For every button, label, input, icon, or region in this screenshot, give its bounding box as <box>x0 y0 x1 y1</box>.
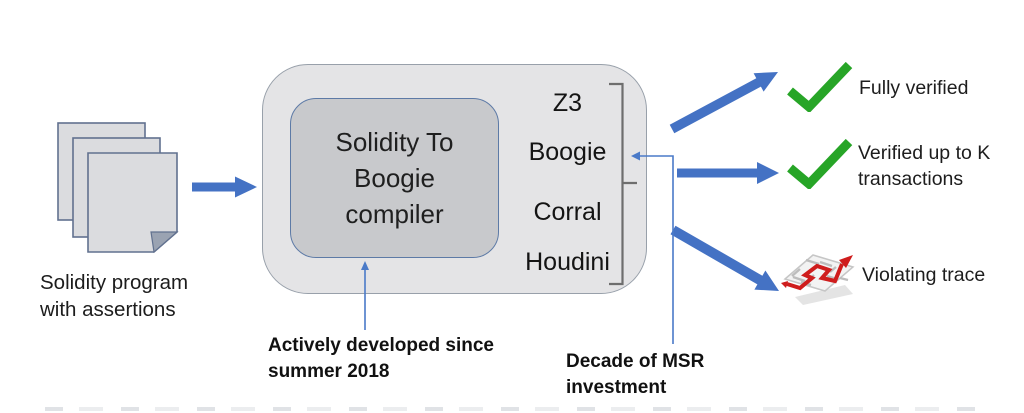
maze-icon <box>781 254 855 305</box>
source-caption: Solidity program with assertions <box>40 271 189 321</box>
tools-note: Decade of MSR investment <box>566 351 705 398</box>
compiler-label: Solidity To Boogie compiler <box>335 127 454 229</box>
tool-houdini: Houdini <box>525 248 610 276</box>
output-arrow-bottom <box>670 225 779 291</box>
green-check-icon <box>787 139 853 189</box>
output-label-fully-verified: Fully verified <box>859 77 969 99</box>
compiler-box: Solidity To Boogie compiler <box>290 98 499 258</box>
tool-boogie: Boogie <box>528 138 607 166</box>
document-stack-icon <box>57 122 179 254</box>
output-label-verified-k: Verified up to K transactions <box>858 142 991 190</box>
input-arrow <box>192 176 257 198</box>
output-arrow-middle <box>677 162 779 184</box>
green-check-icon <box>787 62 853 112</box>
output-label-violating-trace: Violating trace <box>862 264 986 286</box>
output-arrow-top <box>669 72 778 134</box>
tool-z3: Z3 <box>552 89 583 117</box>
cropped-text-artifact <box>45 407 979 411</box>
tool-corral: Corral <box>533 198 602 226</box>
compiler-note: Actively developed since summer 2018 <box>268 335 494 382</box>
